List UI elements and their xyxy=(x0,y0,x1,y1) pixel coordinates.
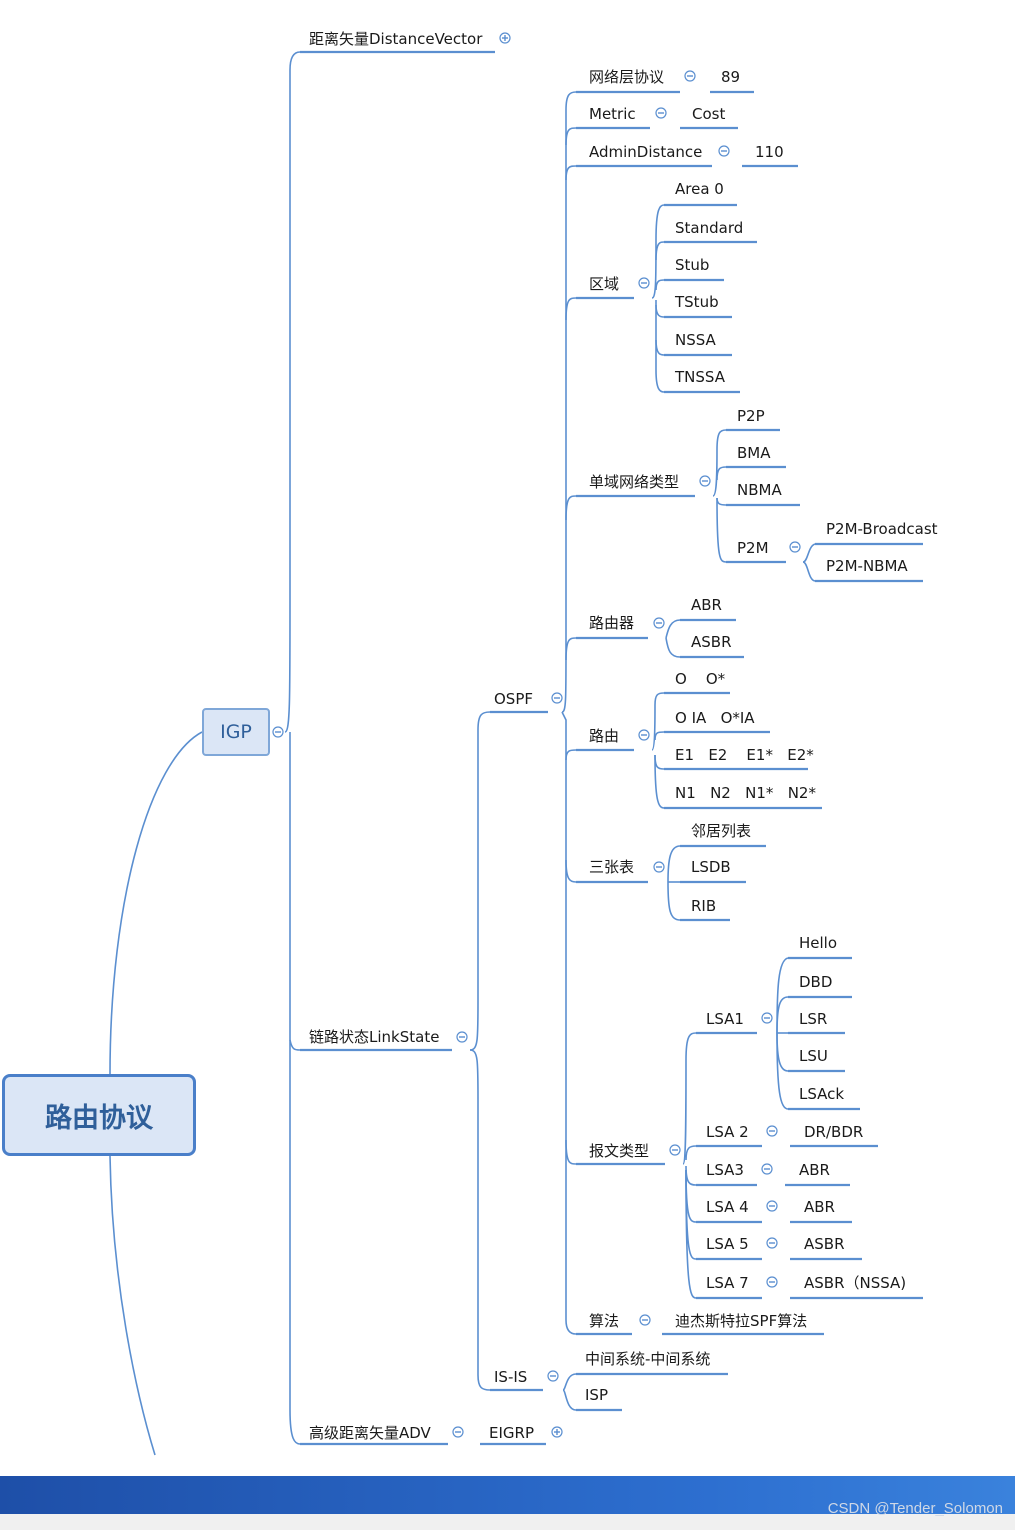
node-table-item[interactable]: 邻居列表 xyxy=(691,822,751,840)
node-isis-child-1[interactable]: 中间系统-中间系统 xyxy=(585,1350,710,1368)
node-nettype-item[interactable]: P2M xyxy=(737,539,769,557)
node-area-item[interactable]: NSSA xyxy=(675,331,717,349)
mind-map-canvas: 距离矢量DistanceVector 链路状态LinkState 高级距离矢量A… xyxy=(109,30,938,1456)
node-lsa5-value[interactable]: ASBR xyxy=(804,1235,845,1253)
expand-toggle-eigrp[interactable] xyxy=(551,1426,563,1438)
collapse-toggle-adv[interactable] xyxy=(452,1426,464,1438)
collapse-toggle-metric[interactable] xyxy=(655,107,667,119)
collapse-toggle-igp[interactable] xyxy=(272,726,284,738)
node-lsa7-value[interactable]: ASBR（NSSA) xyxy=(804,1274,906,1292)
node-labels: 距离矢量DistanceVector 链路状态LinkState 高级距离矢量A… xyxy=(309,30,938,1442)
node-router-item[interactable]: ASBR xyxy=(691,633,732,651)
node-eigrp[interactable]: EIGRP xyxy=(489,1424,534,1442)
node-lsa4[interactable]: LSA 4 xyxy=(706,1198,749,1216)
node-nettype-item[interactable]: NBMA xyxy=(737,481,782,499)
node-lsa3[interactable]: LSA3 xyxy=(706,1161,744,1179)
collapse-toggle-p2m[interactable] xyxy=(789,541,801,553)
node-routes[interactable]: 路由 xyxy=(589,727,619,745)
node-lsa5[interactable]: LSA 5 xyxy=(706,1235,749,1253)
collapse-toggle-lsa7[interactable] xyxy=(766,1276,778,1288)
node-linkstate[interactable]: 链路状态LinkState xyxy=(309,1028,439,1046)
node-area-item[interactable]: TNSSA xyxy=(674,368,726,386)
node-area-item[interactable]: Area 0 xyxy=(675,180,724,198)
node-route-item[interactable]: N1 N2 N1* N2* xyxy=(675,784,816,802)
watermark: CSDN @Tender_Solomon xyxy=(827,1500,1003,1517)
node-lsa2[interactable]: LSA 2 xyxy=(706,1123,749,1141)
root-node[interactable]: 路由协议 xyxy=(2,1074,196,1156)
node-lsa1-item[interactable]: DBD xyxy=(799,973,832,991)
collapse-toggle-linkstate[interactable] xyxy=(456,1031,468,1043)
node-tables[interactable]: 三张表 xyxy=(589,858,634,876)
collapse-toggle-lsa4[interactable] xyxy=(766,1200,778,1212)
node-isis[interactable]: IS-IS xyxy=(494,1368,527,1386)
node-p2m-child[interactable]: P2M-NBMA xyxy=(826,557,908,575)
node-area[interactable]: 区域 xyxy=(589,275,619,293)
node-lsa2-value[interactable]: DR/BDR xyxy=(804,1123,863,1141)
collapse-toggle-lsa5[interactable] xyxy=(766,1237,778,1249)
node-lsa1[interactable]: LSA1 xyxy=(706,1010,744,1028)
node-nettype-item[interactable]: BMA xyxy=(737,444,771,462)
collapse-toggle-ospf[interactable] xyxy=(551,692,563,704)
node-lsa1-item[interactable]: Hello xyxy=(799,934,837,952)
node-nettype[interactable]: 单域网络类型 xyxy=(589,473,679,491)
node-lsa1-item[interactable]: LSR xyxy=(799,1010,827,1028)
collapse-toggle-protocol[interactable] xyxy=(684,70,696,82)
node-adv[interactable]: 高级距离矢量ADV xyxy=(309,1424,432,1442)
node-route-item[interactable]: O O* xyxy=(675,670,726,688)
node-area-item[interactable]: Standard xyxy=(675,219,743,237)
node-lsa4-value[interactable]: ABR xyxy=(804,1198,835,1216)
collapse-toggle-admin-distance[interactable] xyxy=(718,145,730,157)
collapse-toggle-algo[interactable] xyxy=(639,1314,651,1326)
node-algo[interactable]: 算法 xyxy=(589,1312,619,1330)
collapse-toggle-isis[interactable] xyxy=(547,1370,559,1382)
node-protocol[interactable]: 网络层协议 xyxy=(589,68,664,86)
node-metric[interactable]: Metric xyxy=(589,105,636,123)
connectors xyxy=(109,51,816,1456)
node-admin-distance-value[interactable]: 110 xyxy=(755,143,784,161)
node-lsa1-item[interactable]: LSAck xyxy=(799,1085,844,1103)
node-ospf[interactable]: OSPF xyxy=(494,690,533,708)
collapse-toggle-routers[interactable] xyxy=(653,617,665,629)
node-routers[interactable]: 路由器 xyxy=(589,614,634,632)
node-algo-value[interactable]: 迪杰斯特拉SPF算法 xyxy=(675,1312,807,1330)
node-lsa3-value[interactable]: ABR xyxy=(799,1161,830,1179)
node-table-item[interactable]: LSDB xyxy=(691,858,731,876)
node-area-item[interactable]: Stub xyxy=(675,256,709,274)
node-isis-child-2[interactable]: ISP xyxy=(585,1386,608,1404)
node-distance-vector[interactable]: 距离矢量DistanceVector xyxy=(309,30,483,48)
collapse-toggle-tables[interactable] xyxy=(653,861,665,873)
node-table-item[interactable]: RIB xyxy=(691,897,716,915)
node-nettype-item[interactable]: P2P xyxy=(737,407,765,425)
collapse-toggle-lsa3[interactable] xyxy=(761,1163,773,1175)
node-p2m-child[interactable]: P2M-Broadcast xyxy=(826,520,938,538)
node-route-item[interactable]: O IA O*IA xyxy=(675,709,755,727)
footer-strip xyxy=(0,1514,1015,1530)
node-route-item[interactable]: E1 E2 E1* E2* xyxy=(675,746,814,764)
collapse-toggle-nettype[interactable] xyxy=(699,475,711,487)
footer-bar xyxy=(0,1476,1015,1514)
collapse-toggle-lsa1[interactable] xyxy=(761,1012,773,1024)
node-lsa7[interactable]: LSA 7 xyxy=(706,1274,749,1292)
collapse-toggle-area[interactable] xyxy=(638,277,650,289)
node-igp[interactable]: IGP xyxy=(202,708,270,756)
underlines xyxy=(300,50,923,1446)
node-protocol-value[interactable]: 89 xyxy=(721,68,740,86)
node-admin-distance[interactable]: AdminDistance xyxy=(589,143,702,161)
expand-toggle-distance-vector[interactable] xyxy=(499,32,511,44)
node-router-item[interactable]: ABR xyxy=(691,596,722,614)
collapse-toggle-packets[interactable] xyxy=(669,1144,681,1156)
collapse-toggle-lsa2[interactable] xyxy=(766,1125,778,1137)
node-metric-value[interactable]: Cost xyxy=(692,105,725,123)
node-area-item[interactable]: TStub xyxy=(674,293,719,311)
node-lsa1-item[interactable]: LSU xyxy=(799,1047,828,1065)
collapse-toggle-routes[interactable] xyxy=(638,729,650,741)
node-packets[interactable]: 报文类型 xyxy=(589,1142,649,1160)
